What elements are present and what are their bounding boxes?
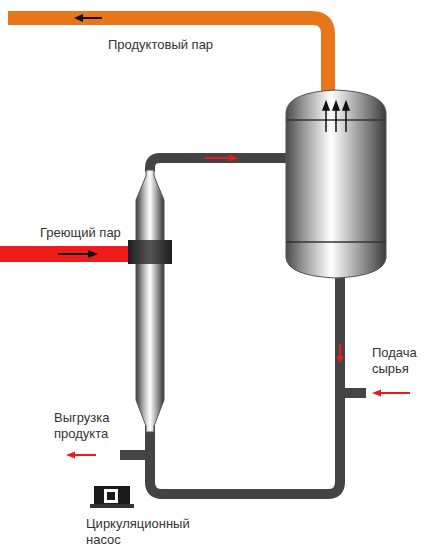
pipe-label: Циркуляционный насос: [86, 516, 206, 548]
pipe-label: Продуктовый пар: [108, 37, 213, 53]
circulation-pump: [90, 486, 134, 508]
steam-pipe: [0, 246, 134, 262]
flow-arrow: [58, 250, 98, 258]
flow-arrow: [66, 452, 96, 459]
heat-exchanger: [128, 170, 172, 432]
flow-arrow: [74, 14, 102, 22]
flow-arrow: [372, 390, 410, 397]
pipe-label: Греющий пар: [40, 225, 121, 241]
flow-arrow: [337, 344, 344, 364]
pipe-label: Подача сырья: [372, 345, 430, 377]
vapor-pipe: [8, 18, 328, 100]
pipe-label: Выгрузка продукта: [54, 410, 130, 442]
flow-arrow: [205, 155, 238, 162]
separator-vessel: [286, 90, 386, 278]
